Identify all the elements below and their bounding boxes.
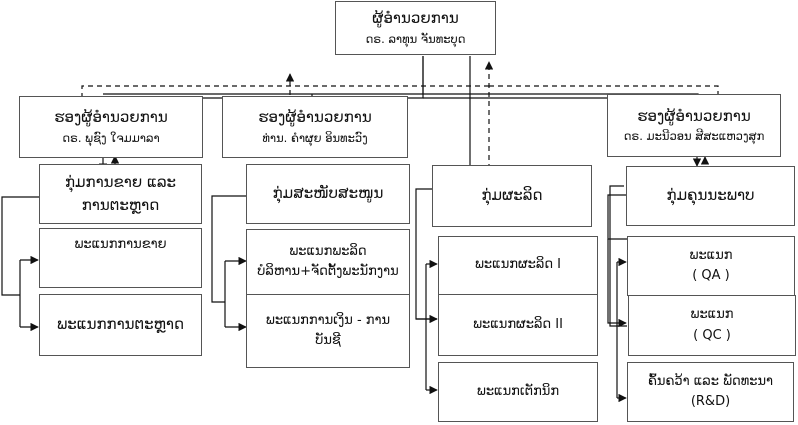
dept-sales-box: ພະແນກການຂາຍ — [39, 228, 202, 288]
dept-marketing-label: ພະແນກການຕະຫຼາດ — [56, 315, 185, 334]
g4-arrow-qc — [607, 239, 627, 328]
group-support-label: ກຸ່ມສະໜັບສະໜູນ — [272, 184, 384, 203]
deputy-2-name: ທ່ານ. ຄຳຜຸຍ ອິນທະວົງ — [262, 130, 368, 145]
dept-technical-label: ພະແນກເຕັກນິກ — [476, 383, 560, 399]
g4-bracket — [607, 194, 627, 240]
dept-admin-hr-label: ພະແນກພະລິດບໍລິຫານ+ຈັດຕັ້ງພະນັກງານ — [257, 243, 399, 279]
dept-rnd-box: ຄົ້ນຄວ້າ ແລະ ພັດທະນາ (R&D) — [627, 362, 794, 422]
dept-qa-label: ພະແນກ — [689, 247, 733, 263]
dept-admin-hr-box: ພະແນກພະລິດບໍລິຫານ+ຈັດຕັ້ງພະນັກງານ — [246, 229, 410, 295]
dept-qa-box: ພະແນກ ( QA ) — [627, 236, 795, 296]
g3-side-bracket — [609, 185, 627, 327]
deputy-1-name: ດຣ. ພຸຊົງ ໃຈມມາລາ — [62, 130, 160, 145]
dept-qc-label: ພະແນກ — [690, 307, 734, 323]
director-name: ດຣ. ລາທຸນ ຈັນທະບຸດ — [365, 31, 466, 46]
deputy-3-box: ຮອງຜູ້ອຳນວຍການ ດຣ. ມະນີວອນ ສີສະແຫວງສຸກ — [607, 94, 781, 157]
deputy-2-box: ຮອງຜູ້ອຳນວຍການ ທ່ານ. ຄຳຜຸຍ ອິນທະວົງ — [222, 96, 408, 158]
dept-production-1-box: ພະແນກຜະລິດ I — [438, 236, 598, 295]
dept-production-2-label: ພະແນກຜະລິດ II — [473, 316, 563, 332]
dept-qc-box: ພະແນກ ( QC ) — [628, 295, 796, 356]
group-support-box: ກຸ່ມສະໜັບສະໜູນ — [246, 164, 410, 224]
dept-finance-box: ພະແນກການເງິນ - ການບັນຊີ — [246, 294, 410, 368]
group-quality-label: ກຸ່ມຄຸນນະພາບ — [666, 186, 755, 205]
group-quality-box: ກຸ່ມຄຸນນະພາບ — [626, 166, 795, 226]
dept-rnd-label: ຄົ້ນຄວ້າ ແລະ ພັດທະນາ — [647, 373, 774, 389]
dept-technical-box: ພະແນກເຕັກນິກ — [438, 362, 598, 422]
group-production-label: ກຸ່ມຜະລິດ — [481, 186, 543, 205]
deputy-1-box: ຮອງຜູ້ອຳນວຍການ ດຣ. ພຸຊົງ ໃຈມມາລາ — [19, 96, 203, 158]
dept-sales-label: ພະແນກການຂາຍ — [74, 237, 167, 252]
deputy-2-title: ຮອງຜູ້ອຳນວຍການ — [258, 108, 372, 127]
dept-qc-code: ( QC ) — [693, 327, 731, 343]
dept-production-2-box: ພະແນກຜະລິດ II — [438, 294, 598, 356]
g2-bracket — [211, 195, 246, 303]
g1-bracket — [1, 196, 40, 296]
group-sales-marketing-label: ກຸ່ມການຂາຍ ແລະ ການຕະຫຼາດ — [64, 172, 177, 214]
director-box: ຜູ້ອຳນວຍການ ດຣ. ລາທຸນ ຈັນທະບຸດ — [335, 1, 496, 55]
deputy-1-title: ຮອງຜູ້ອຳນວຍການ — [54, 108, 168, 127]
dept-finance-label: ພະແນກການເງິນ - ການບັນຊີ — [265, 312, 391, 348]
dept-production-1-label: ພະແນກຜະລິດ I — [475, 257, 561, 273]
group-production-box: ກຸ່ມຜະລິດ — [432, 165, 592, 227]
solid-line-director-left-2 — [103, 56, 424, 95]
dept-marketing-box: ພະແນກການຕະຫຼາດ — [39, 294, 202, 356]
dept-rnd-code: (R&D) — [690, 394, 731, 409]
group-sales-marketing-box: ກຸ່ມການຂາຍ ແລະ ການຕະຫຼາດ — [39, 164, 202, 224]
deputy-3-name: ດຣ. ມະນີວອນ ສີສະແຫວງສຸກ — [623, 129, 765, 144]
deputy-3-title: ຮອງຜູ້ອຳນວຍການ — [637, 106, 751, 125]
director-title: ຜູ້ອຳນວຍການ — [372, 9, 459, 28]
dept-qa-code: ( QA ) — [692, 268, 730, 283]
